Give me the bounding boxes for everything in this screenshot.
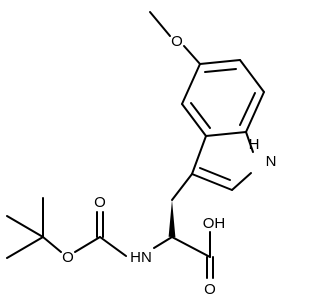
- benzene-bond-1-inner: [204, 68, 237, 73]
- benzene-bond-3-inner: [239, 92, 256, 126]
- pyrrole-bond-n-c7a: [245, 131, 254, 153]
- benzene-bond-5-inner: [190, 102, 211, 129]
- alpha-to-nh-bond: [153, 236, 173, 249]
- benzene-bond-3: [245, 91, 265, 133]
- ch2-to-indole-bond: [171, 173, 193, 201]
- methoxy-oxygen-label: O: [171, 33, 183, 50]
- carbamate-ester-oxygen-label: O: [62, 249, 74, 266]
- tert-butyl-methyl-left-bond: [6, 215, 44, 238]
- alpha-to-carboxyl-bond: [171, 236, 211, 258]
- stereo-wedge-bond: [168, 200, 176, 238]
- benzene-bond-5: [181, 103, 207, 137]
- oxygen-to-tert-carbon-bond: [42, 236, 62, 253]
- benzene-bond-6: [181, 63, 201, 105]
- acid-carbonyl-oxygen-label: O: [204, 281, 216, 298]
- indole-h-label: H: [249, 136, 260, 153]
- pyrrole-bond-c3a-c3: [191, 135, 207, 175]
- benzene-bond-4: [205, 131, 247, 137]
- carbamate-carbonyl-oxygen-label: O: [94, 194, 106, 211]
- acid-oh-label: OH: [203, 215, 226, 232]
- indole-n-label: N: [266, 153, 277, 170]
- tert-butyl-methyl-down-bond: [6, 236, 44, 259]
- carbamate-carbon-to-oxygen-bond: [74, 236, 101, 253]
- benzene-bond-1: [199, 59, 241, 65]
- nh-to-carbamate-carbon-bond: [99, 236, 127, 257]
- pyrrole-bond-c2-n: [231, 172, 252, 191]
- benzene-bond-2: [239, 59, 265, 93]
- pyrrole-bond-c3-c2: [191, 173, 233, 191]
- pyrrole-bond-c3-c2-inner: [199, 167, 231, 181]
- chemical-structure-diagram: O H N O O HN OH O: [6, 11, 277, 298]
- amide-nh-label: HN: [130, 249, 152, 266]
- methyl-to-oxygen-bond: [149, 11, 171, 37]
- structure-canvas: O H N O O HN OH O: [6, 11, 277, 298]
- oxygen-to-ring-bond: [183, 45, 201, 65]
